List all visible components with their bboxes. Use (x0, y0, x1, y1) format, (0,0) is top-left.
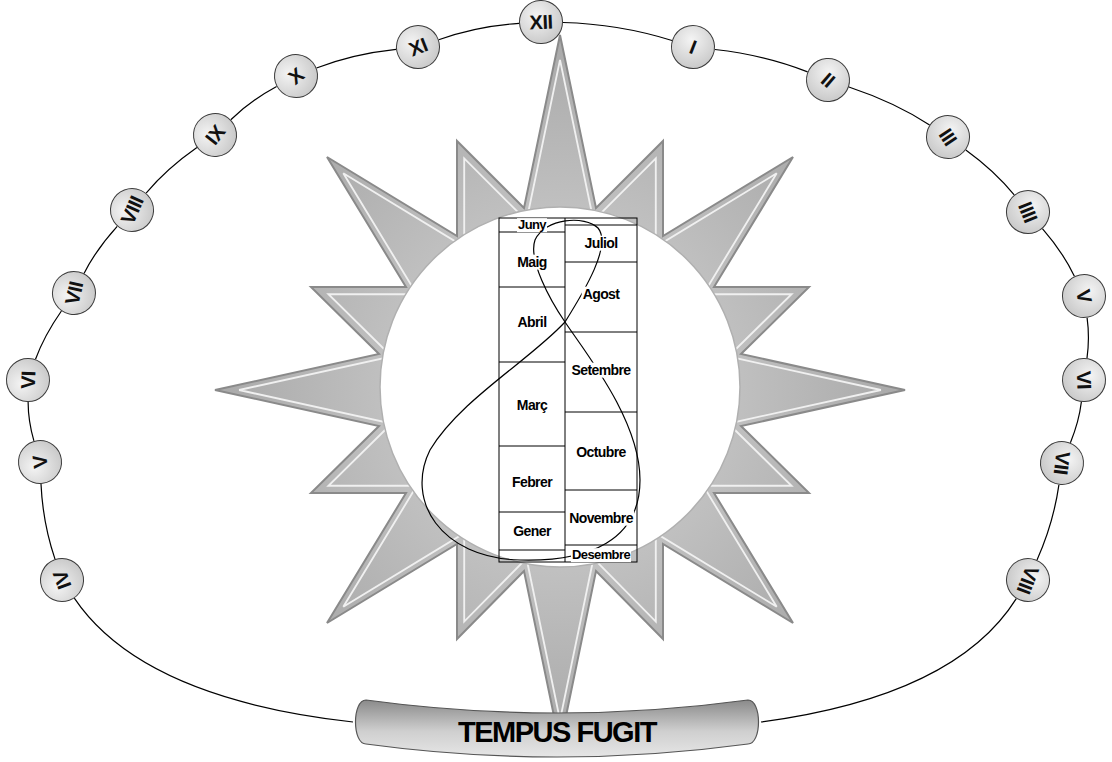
ring-segment (849, 87, 930, 125)
hour-numeral: VII (62, 280, 86, 307)
ring-segment (41, 484, 55, 559)
hour-numeral: VII (1051, 450, 1074, 475)
hour-circle: V (16, 438, 65, 487)
hour-circle: VIII (1000, 552, 1057, 609)
ring-segment (1070, 402, 1081, 443)
month-cell: Setembre (570, 363, 631, 378)
hour-numeral: I (687, 37, 699, 57)
ring-segment (1042, 229, 1074, 277)
ring-segment (28, 402, 34, 441)
hour-circle: III (917, 106, 978, 167)
hour-numeral: V (29, 454, 50, 469)
hour-numeral: III (935, 125, 960, 149)
hour-circle: VI (5, 357, 51, 403)
hour-circle: XII (518, 0, 564, 45)
ring-segment (146, 148, 197, 194)
hour-numeral: IIII (1015, 199, 1041, 225)
ring-segment (1087, 318, 1088, 358)
hour-circle: V (1058, 270, 1110, 322)
month-cell: Gener (512, 524, 551, 539)
hour-circle: I (665, 19, 722, 76)
ring-segment (563, 23, 672, 41)
month-cell: Març (516, 398, 548, 413)
motto-banner: TEMPUS FUGIT (352, 698, 762, 762)
hour-numeral: V (1073, 288, 1095, 304)
hour-circle: VIII (103, 181, 161, 239)
month-cell: Desembre (571, 548, 631, 562)
month-cell: Maig (516, 255, 548, 270)
sun-star (215, 35, 905, 745)
hour-circle: IIII (999, 183, 1056, 240)
hour-numeral: X (285, 64, 308, 88)
hour-numeral: IV (50, 568, 75, 592)
hour-circle: VII (48, 267, 100, 319)
ring-segment (317, 49, 397, 68)
month-cell: Febrer (511, 475, 553, 490)
month-cell: Abril (517, 315, 548, 330)
ring-segment (761, 599, 1016, 722)
ring-segment (74, 598, 353, 722)
hour-circle: XI (389, 18, 446, 75)
month-cell: Juny (517, 218, 547, 232)
hour-numeral: VIII (117, 193, 147, 227)
month-cell: Novembre (568, 511, 634, 526)
sun-disc (380, 207, 740, 567)
hour-circle: IV (34, 552, 90, 608)
hour-numeral: IX (202, 122, 229, 148)
month-cell: Agost (582, 287, 621, 302)
hour-circle: II (797, 49, 859, 111)
ring-segment (439, 23, 519, 39)
hour-numeral: VI (1074, 371, 1095, 390)
motto-text: TEMPUS FUGIT (352, 718, 762, 747)
hour-circle: VI (1061, 357, 1107, 403)
sun-star-inner-line (239, 60, 881, 720)
hour-numeral: XI (406, 34, 430, 59)
month-cell: Octubre (575, 445, 626, 460)
analemma-curve (422, 220, 640, 560)
ring-segment (715, 50, 808, 72)
month-table (499, 218, 637, 562)
ring-segment (231, 87, 277, 120)
hour-numeral: II (818, 69, 839, 91)
ring-segment (84, 226, 117, 273)
hour-circle: VII (1037, 438, 1086, 487)
hour-numeral: XII (529, 12, 553, 33)
month-cell: Juliol (584, 236, 619, 251)
hour-numeral: VIII (1014, 563, 1043, 596)
ring-segment (1037, 485, 1059, 560)
ring-segment (36, 311, 62, 359)
hour-circle: X (265, 45, 327, 107)
hour-circle: IX (184, 104, 246, 166)
ring-segment (966, 150, 1014, 195)
hour-numeral: VI (18, 371, 39, 390)
